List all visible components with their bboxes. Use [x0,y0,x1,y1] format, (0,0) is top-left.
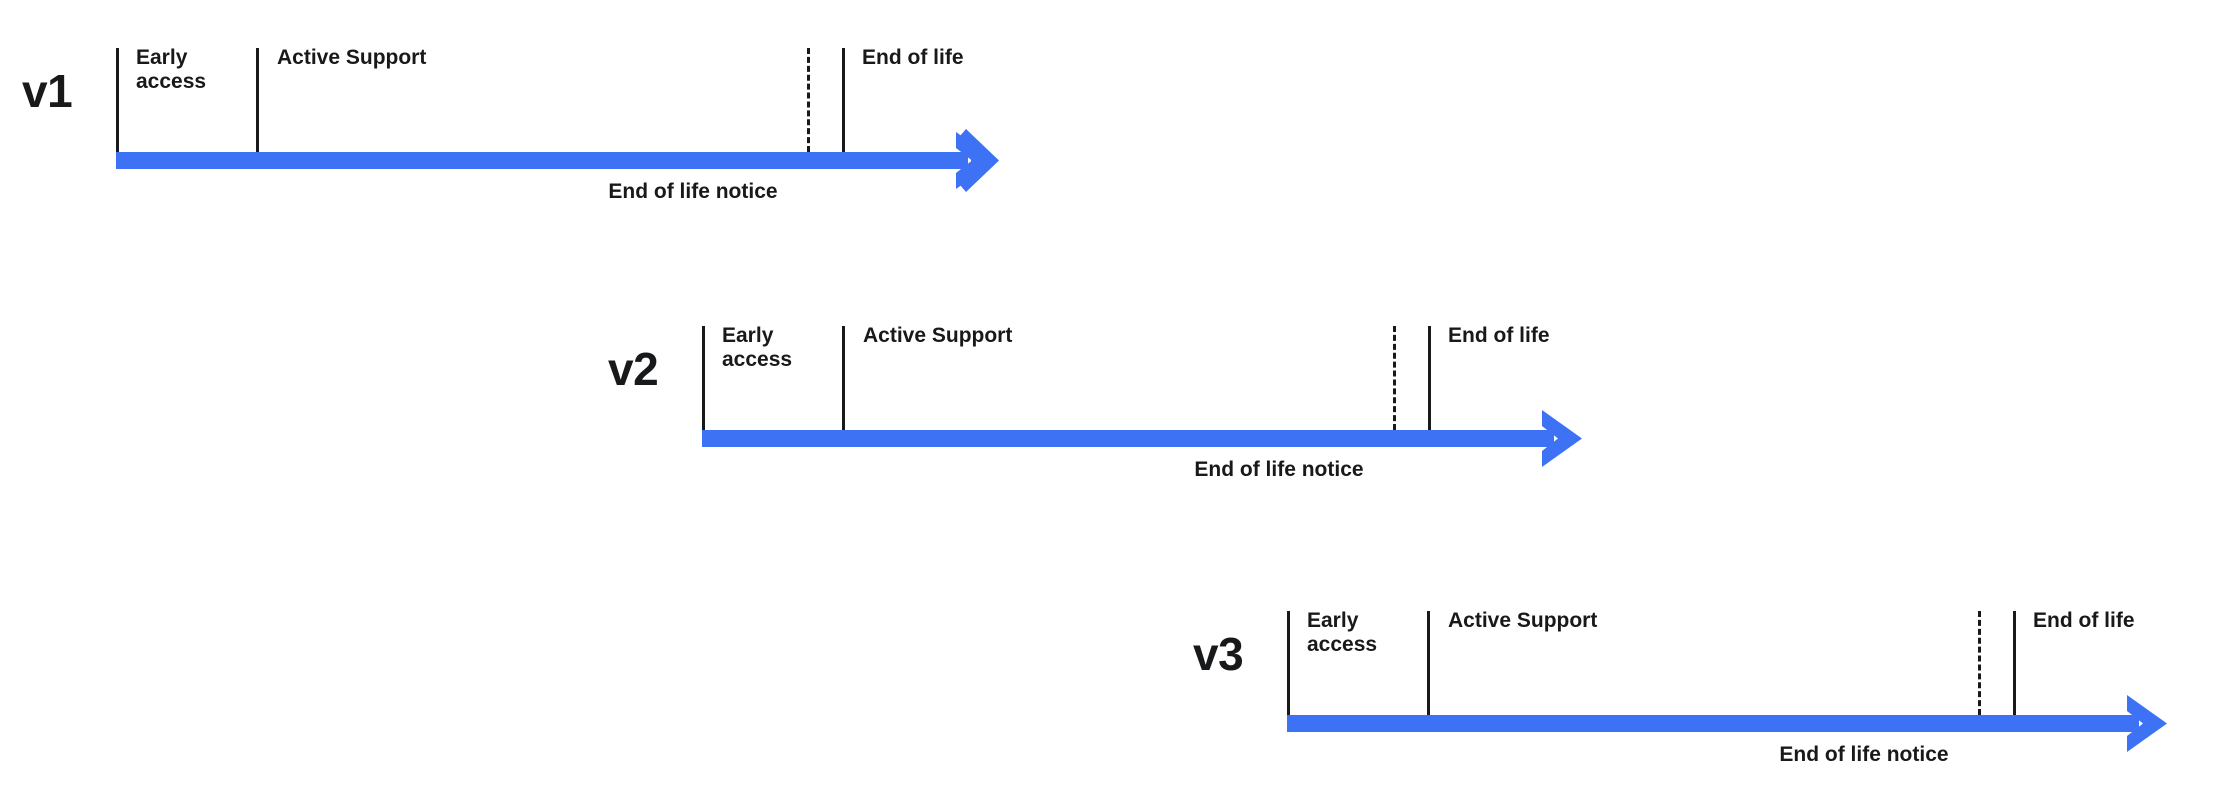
divider-end-of-life-start-v3 [2013,611,2016,715]
version-label-v3: v3 [1193,628,1244,680]
timeline-bar-v3 [1287,695,2186,752]
divider-end-of-life-start-v2 [1428,326,1431,430]
divider-early-access-start-v2 [702,326,705,430]
notice-label-v3: End of life notice [1779,743,1949,766]
timeline-bar-body-v1 [116,152,968,169]
version-label-v1: v1 [22,65,73,117]
phase-label-end-of-life-v3: End of life [2033,609,2135,632]
version-label-v2: v2 [608,343,659,395]
notice-label-v2: End of life notice [1194,458,1364,481]
timeline-bar-v1 [116,129,1015,192]
timeline-bar-v2 [702,410,1601,467]
timeline-arrowhead-v3 [2121,691,2186,756]
phase-label-active-support-v3: Active Support [1448,609,1598,632]
phase-label-active-support-v1: Active Support [277,46,427,69]
divider-active-support-start-v3 [1427,611,1430,715]
lifecycle-row-v1: v1 Early access Active Support End of li… [0,0,1100,203]
phase-label-early-access-v1: Early access [136,46,207,93]
phase-label-active-support-v2: Active Support [863,324,1013,347]
timeline-arrowhead-v1 [950,128,1015,193]
phase-label-end-of-life-v1: End of life [862,46,964,69]
lifecycle-row-v2: v2 Early access Active Support End of li… [586,278,1686,481]
timeline-bar-body-v3 [1287,715,2139,732]
divider-end-of-life-notice-v1 [807,48,810,152]
divider-early-access-start-v1 [116,48,119,152]
lifecycle-row-v3: v3 Early access Active Support End of li… [1171,563,2228,766]
phase-label-early-access-v2: Early access [722,324,793,371]
divider-active-support-start-v2 [842,326,845,430]
divider-active-support-start-v1 [256,48,259,152]
notice-label-v1: End of life notice [608,180,778,203]
phase-label-early-access-v3: Early access [1307,609,1378,656]
divider-end-of-life-notice-v3 [1978,611,1981,715]
timeline-bar-body-v2 [702,430,1554,447]
divider-end-of-life-start-v1 [842,48,845,152]
divider-end-of-life-notice-v2 [1393,326,1396,430]
phase-label-end-of-life-v2: End of life [1448,324,1550,347]
timeline-arrowhead-v2 [1536,406,1601,471]
divider-early-access-start-v3 [1287,611,1290,715]
